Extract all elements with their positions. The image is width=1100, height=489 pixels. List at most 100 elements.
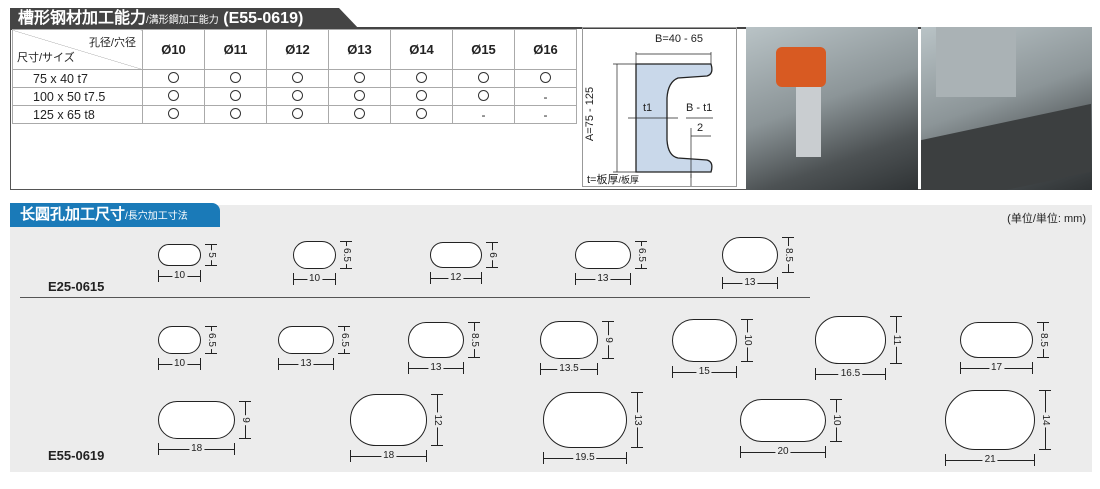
slot-height-dimension: 6.5: [634, 241, 647, 269]
available-cell: [142, 105, 205, 124]
circle-icon: [354, 71, 365, 83]
available-cell: [328, 105, 391, 124]
title-sub: /溝形鋼加工能力: [146, 15, 219, 26]
slot-height-dimension: 8.5: [467, 321, 480, 359]
slot-shape: [293, 241, 336, 269]
slot-height-label: 6.5: [205, 331, 217, 349]
slot-height-label: 6.5: [337, 331, 350, 349]
slot-height-dimension: 9: [239, 400, 252, 440]
slot-width-label: 13: [298, 357, 314, 370]
slot-height-dimension: 14: [1039, 389, 1052, 451]
slot-shape: [815, 316, 886, 364]
unavailable-cell: -: [514, 87, 577, 106]
slot-width-label: 10: [171, 269, 188, 282]
size-cell: 100 x 50 t7.5: [12, 87, 143, 106]
slot-shape: [722, 236, 778, 274]
available-cell: [452, 69, 515, 88]
size-cell: 125 x 65 t8: [12, 105, 143, 124]
slot-width-label: 10: [171, 357, 188, 370]
slot-title: 长圆孔加工尺寸/長穴加工寸法: [10, 203, 220, 227]
slot-width-dimension: 10: [158, 269, 201, 282]
table-row: 100 x 50 t7.5 -: [12, 87, 577, 106]
circle-icon: [230, 71, 241, 83]
title-model: (E55-0619): [223, 10, 304, 27]
slot-height-label: 13: [630, 412, 643, 428]
slot-title-main: 长圆孔加工尺寸: [20, 206, 126, 223]
available-cell: [390, 105, 453, 124]
slot-width-label: 13: [595, 272, 611, 285]
available-cell: [328, 69, 391, 88]
slot-shape: [575, 241, 631, 269]
available-cell: [266, 105, 329, 124]
slot-width-dimension: 13.5: [540, 363, 599, 376]
slot-height-dimension: 12: [431, 394, 444, 446]
circle-icon: [478, 71, 489, 83]
slot-width-dimension: 10: [158, 357, 201, 370]
slot-height-label: 10: [740, 332, 753, 348]
slot-width-label: 15: [696, 365, 712, 378]
slot-height-dimension: 6: [485, 242, 498, 268]
column-header: Ø10: [142, 29, 205, 70]
unavailable-cell: -: [452, 105, 515, 124]
slot-width-dimension: 21: [945, 454, 1036, 467]
slot-shape: [540, 320, 599, 360]
size-cell: 75 x 40 t7: [12, 69, 143, 88]
dim-t1: t1: [643, 102, 653, 114]
corner-bottom: 尺寸/サイズ: [17, 52, 75, 64]
circle-icon: [230, 89, 241, 101]
circle-icon: [292, 107, 303, 119]
column-header: Ø15: [452, 29, 515, 70]
slot-height-label: 8.5: [467, 331, 480, 349]
available-cell: [204, 105, 267, 124]
available-cell: [266, 87, 329, 106]
available-cell: [452, 87, 515, 106]
column-header: Ø13: [328, 29, 391, 70]
circle-icon: [168, 71, 179, 83]
slot-shape: [740, 398, 826, 442]
slot-width-dimension: 13: [575, 272, 631, 285]
corner-header: 孔径/穴径尺寸/サイズ: [12, 29, 143, 70]
slot-width-dimension: 13: [408, 362, 464, 375]
photo-punched-channel: [920, 27, 1092, 190]
slot-shape: [960, 321, 1034, 359]
divider: [20, 297, 810, 298]
slot-width-dimension: 19.5: [543, 451, 627, 464]
slot-width-dimension: 18: [158, 443, 236, 456]
slot-height-dimension: 10: [830, 398, 842, 442]
circle-icon: [230, 107, 241, 119]
slot-height-label: 10: [830, 412, 842, 428]
available-cell: [514, 69, 577, 88]
slot-width-dimension: 13: [722, 277, 778, 290]
column-header: Ø16: [514, 29, 577, 70]
slot-shape: [158, 326, 201, 354]
slot-shape: [672, 318, 737, 362]
slot-width-label: 10: [306, 272, 323, 285]
circle-icon: [540, 71, 551, 83]
slot-height-label: 9: [239, 415, 252, 425]
circle-icon: [416, 107, 427, 119]
photo-punching-machine: [746, 27, 918, 190]
product-photos: [746, 27, 1092, 190]
slot-height-label: 14: [1039, 412, 1052, 428]
dim-two: 2: [697, 122, 704, 134]
unavailable-cell: -: [514, 105, 577, 124]
slot-shape: [945, 389, 1036, 451]
slot-height-dimension: 8.5: [1037, 321, 1050, 359]
slot-width-label: 19.5: [573, 451, 597, 464]
slot-width-label: 21: [982, 454, 998, 467]
slot-width-label: 17: [988, 362, 1005, 375]
available-cell: [328, 87, 391, 106]
slot-height-dimension: 13: [630, 392, 643, 448]
circle-icon: [354, 89, 365, 101]
slot-height-dimension: 6.5: [337, 326, 350, 354]
slot-width-label: 18: [381, 449, 397, 462]
circle-icon: [416, 89, 427, 101]
available-cell: [142, 87, 205, 106]
slot-height-dimension: 6.5: [340, 241, 352, 269]
circle-icon: [354, 107, 365, 119]
column-header: Ø12: [266, 29, 329, 70]
available-cell: [204, 69, 267, 88]
table-row: 125 x 65 t8 --: [12, 105, 577, 124]
available-cell: [266, 69, 329, 88]
